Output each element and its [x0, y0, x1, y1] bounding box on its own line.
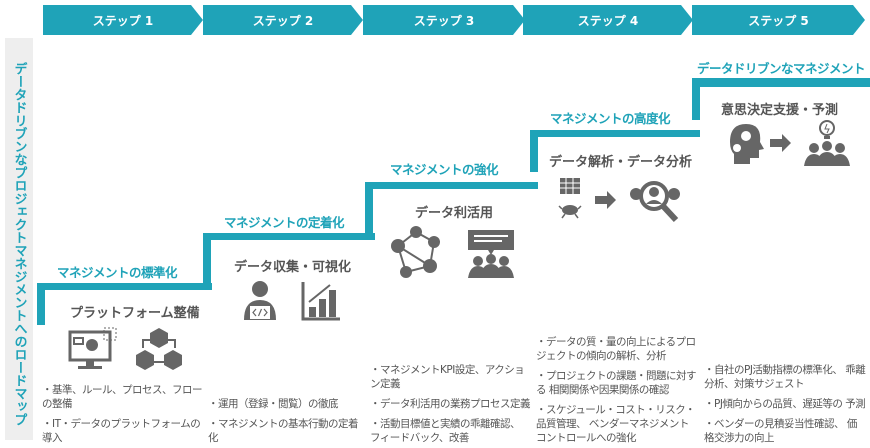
bar-chart-icon — [301, 282, 340, 321]
arrow-right-icon — [595, 191, 616, 209]
level-3-bullet: ・活動目標値と実績の乖離確認、 フィードバック、改善 — [370, 418, 521, 444]
stair-1-riser — [37, 283, 45, 325]
step-1-arrow: ステップ 1 — [43, 5, 203, 35]
level-2-bullet: ・マネジメントの基本行動の定着化 — [208, 418, 359, 444]
team-discussion-icon — [468, 230, 514, 278]
level-5-bullet: ・PJ傾向からの品質、遅延等の 予測 — [704, 398, 866, 410]
level-1-bullets: ・基準、ルール、プロセス、フローの整備 ・IT・データのプラットフォームの導入 — [42, 383, 203, 445]
analysis-search-icon — [630, 181, 680, 223]
level-1-subtitle: プラットフォーム整備 — [70, 306, 200, 321]
level-5-subtitle: 意思決定支援・予測 — [721, 103, 839, 118]
level-2-bullets: ・運用（登録・閲覧）の徹底 ・マネジメントの基本行動の定着化 — [208, 397, 364, 445]
stair-2-riser — [203, 233, 211, 285]
step-2-arrow: ステップ 2 — [203, 5, 363, 35]
level-5-bullet: ・ベンダーの見積妥当性確認、 価格交渉力の向上 — [704, 418, 857, 444]
level-3-bullet: ・マネジメントKPI設定、アクション定義 — [370, 364, 525, 390]
platform-monitor-icon — [68, 327, 117, 369]
level-3-bullets: ・マネジメントKPI設定、アクション定義 ・データ利活用の業務プロセス定義 ・活… — [370, 363, 531, 445]
level-4-subtitle: データ解析・データ分析 — [549, 155, 693, 170]
developer-icon — [244, 281, 276, 320]
level-2-title: マネジメントの定着化 — [224, 215, 345, 230]
level-1-title: マネジメントの標準化 — [57, 265, 178, 280]
brain-gears-icon — [730, 124, 764, 164]
stair-5-tread — [692, 78, 870, 87]
level-1-bullet: ・基準、ルール、プロセス、フローの整備 — [42, 384, 203, 410]
level-5-bullets: ・自社のPJ活動指標の標準化、 乖離分析、対策サジェスト ・PJ傾向からの品質、… — [704, 363, 866, 445]
level-3-subtitle: データ利活用 — [415, 206, 494, 221]
level-4-bullet: ・データの質・量の向上によるプロ ジェクトの傾向の解析、分析 — [536, 336, 696, 362]
level-3-title: マネジメントの強化 — [390, 162, 499, 177]
stair-2-tread — [203, 233, 375, 240]
level-5-title: データドリブンなマネジメント — [697, 61, 866, 76]
blocks-network-icon — [136, 328, 182, 370]
step-4-arrow: ステップ 4 — [523, 5, 693, 35]
roadmap-side-band: データドリブンなプロジェクトマネジメントへのロードマップ — [5, 38, 33, 440]
stair-5-riser — [692, 78, 700, 120]
people-network-icon — [391, 226, 440, 278]
stair-1-tread — [37, 283, 212, 290]
data-cloud-icon — [558, 178, 582, 219]
level-4-bullet: ・スケジュール・コスト・リスク・品質管理、 ベンダーマネジメントコントロールへの… — [536, 404, 696, 444]
level-3-bullet: ・データ利活用の業務プロセス定義 — [370, 398, 531, 410]
level-4-title: マネジメントの高度化 — [550, 111, 671, 126]
level-5-bullet: ・自社のPJ活動指標の標準化、 乖離分析、対策サジェスト — [704, 364, 866, 390]
team-idea-icon — [804, 120, 850, 166]
level-1-bullet: ・IT・データのプラットフォームの導入 — [42, 418, 201, 444]
level-2-bullet: ・運用（登録・閲覧）の徹底 — [208, 398, 339, 410]
level-4-bullet: ・プロジェクトの課題・問題に対する 相関関係や因果関係の確認 — [536, 370, 697, 396]
level-4-bullets: ・データの質・量の向上によるプロ ジェクトの傾向の解析、分析 ・プロジェクトの課… — [536, 335, 698, 445]
step-3-arrow: ステップ 3 — [363, 5, 525, 35]
stair-4-tread — [530, 130, 700, 137]
step-5-arrow: ステップ 5 — [692, 5, 865, 35]
roadmap-title: データドリブンなプロジェクトマネジメントへのロードマップ — [11, 62, 27, 426]
arrow-right-icon — [770, 134, 791, 152]
stair-3-riser — [365, 182, 373, 234]
level-2-subtitle: データ収集・可視化 — [234, 260, 352, 275]
stair-4-riser — [530, 130, 538, 172]
stair-3-tread — [365, 182, 538, 189]
